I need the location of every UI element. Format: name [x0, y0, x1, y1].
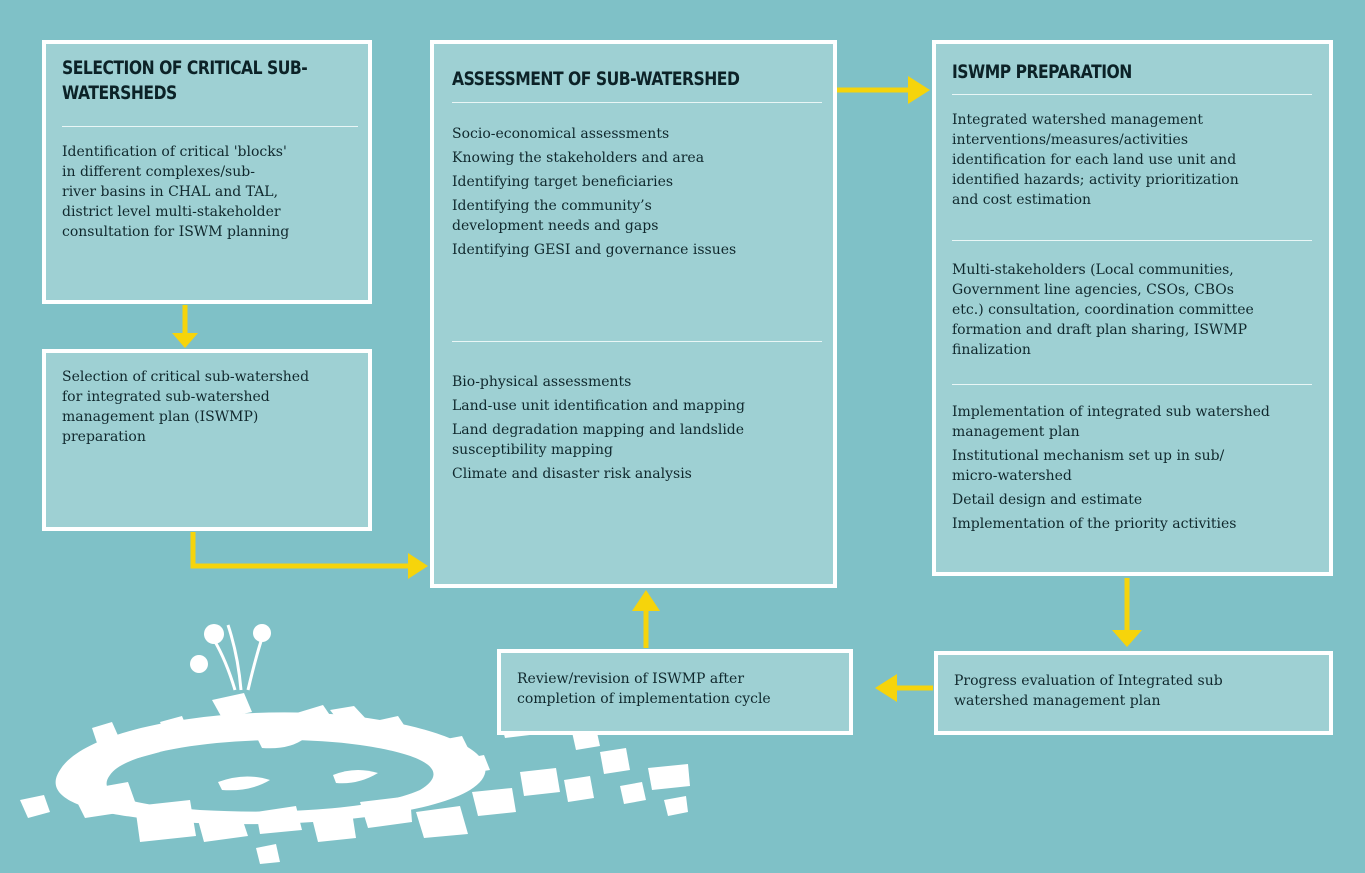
socio-item: Socio-economical assessments: [452, 126, 670, 142]
selection-body: Identification of critical 'blocks' in d…: [62, 142, 372, 242]
review-line: completion of implementation cycle: [517, 691, 771, 707]
review-body: Review/revision of ISWMP after completio…: [517, 669, 847, 709]
selection-line: in different complexes/sub-: [62, 164, 255, 180]
selection-line: consultation for ISWM planning: [62, 224, 290, 240]
assessment-box: ASSESSMENT OF SUB-WATERSHED Socio-econom…: [430, 40, 837, 588]
iswmp-section-1: Integrated watershed management interven…: [952, 110, 1332, 210]
selection-title: SELECTION OF CRITICAL SUB- WATERSHEDS: [62, 56, 308, 106]
iswmp-item: Detail design and estimate: [952, 492, 1143, 508]
arrow-critical-to-assessment: [190, 532, 410, 569]
iswmp-line: and cost estimation: [952, 192, 1092, 208]
iswmp-line: formation and draft plan sharing, ISWMP: [952, 322, 1248, 338]
iswmp-line: etc.) consultation, coordination committ…: [952, 302, 1254, 318]
selection-title-line2: WATERSHEDS: [62, 82, 177, 104]
iswmp-section-2: Multi-stakeholders (Local communities, G…: [952, 260, 1332, 360]
iswmp-item: Implementation of integrated sub watersh…: [952, 404, 1270, 440]
critical-line: management plan (ISWMP): [62, 409, 259, 425]
review-box: Review/revision of ISWMP after completio…: [497, 649, 853, 735]
critical-line: for integrated sub-watershed: [62, 389, 270, 405]
assessment-rule-top: [452, 102, 822, 103]
iswmp-line: interventions/measures/activities: [952, 132, 1188, 148]
progress-line: watershed management plan: [954, 693, 1161, 709]
bio-item: Bio-physical assessments: [452, 374, 632, 390]
iswmp-rule-2: [952, 240, 1312, 241]
assessment-title: ASSESSMENT OF SUB-WATERSHED: [452, 68, 740, 90]
iswmp-title: ISWMP PREPARATION: [952, 61, 1132, 83]
socio-economic-section: Socio-economical assessments Knowing the…: [452, 124, 832, 264]
iswmp-item: Implementation of the priority activitie…: [952, 516, 1237, 532]
bio-item: Land-use unit identification and mapping: [452, 398, 746, 414]
iswmp-line: identified hazards; activity prioritizat…: [952, 172, 1239, 188]
critical-subwatershed-body: Selection of critical sub-watershed for …: [62, 367, 362, 447]
selection-rule: [62, 126, 358, 127]
iswmp-rule-1: [952, 94, 1312, 95]
bio-item: Climate and disaster risk analysis: [452, 466, 692, 482]
iswmp-line: Multi-stakeholders (Local communities,: [952, 262, 1234, 278]
iswmp-line: finalization: [952, 342, 1031, 358]
iswmp-rule-3: [952, 384, 1312, 385]
critical-subwatershed-box: Selection of critical sub-watershed for …: [42, 349, 372, 531]
review-line: Review/revision of ISWMP after: [517, 671, 745, 687]
progress-line: Progress evaluation of Integrated sub: [954, 673, 1223, 689]
iswmp-line: Government line agencies, CSOs, CBOs: [952, 282, 1234, 298]
selection-box: SELECTION OF CRITICAL SUB- WATERSHEDS Id…: [42, 40, 372, 304]
iswmp-box: ISWMP PREPARATION Integrated watershed m…: [932, 40, 1333, 576]
iswmp-section-3: Implementation of integrated sub watersh…: [952, 402, 1332, 538]
selection-line: river basins in CHAL and TAL,: [62, 184, 279, 200]
socio-item: Knowing the stakeholders and area: [452, 150, 705, 166]
socio-item: Identifying target beneficiaries: [452, 174, 674, 190]
iswmp-line: identification for each land use unit an…: [952, 152, 1237, 168]
selection-line: district level multi-stakeholder: [62, 204, 281, 220]
critical-line: preparation: [62, 429, 146, 445]
socio-item: Identifying GESI and governance issues: [452, 242, 737, 258]
selection-title-line1: SELECTION OF CRITICAL SUB-: [62, 57, 308, 79]
assessment-rule-middle: [452, 341, 822, 342]
iswmp-line: Integrated watershed management: [952, 112, 1204, 128]
selection-line: Identification of critical 'blocks': [62, 144, 287, 160]
progress-body: Progress evaluation of Integrated sub wa…: [954, 671, 1324, 711]
critical-line: Selection of critical sub-watershed: [62, 369, 310, 385]
progress-box: Progress evaluation of Integrated sub wa…: [934, 651, 1333, 735]
iswmp-item: Institutional mechanism set up in sub/mi…: [952, 448, 1225, 484]
bio-physical-section: Bio-physical assessments Land-use unit i…: [452, 372, 832, 488]
